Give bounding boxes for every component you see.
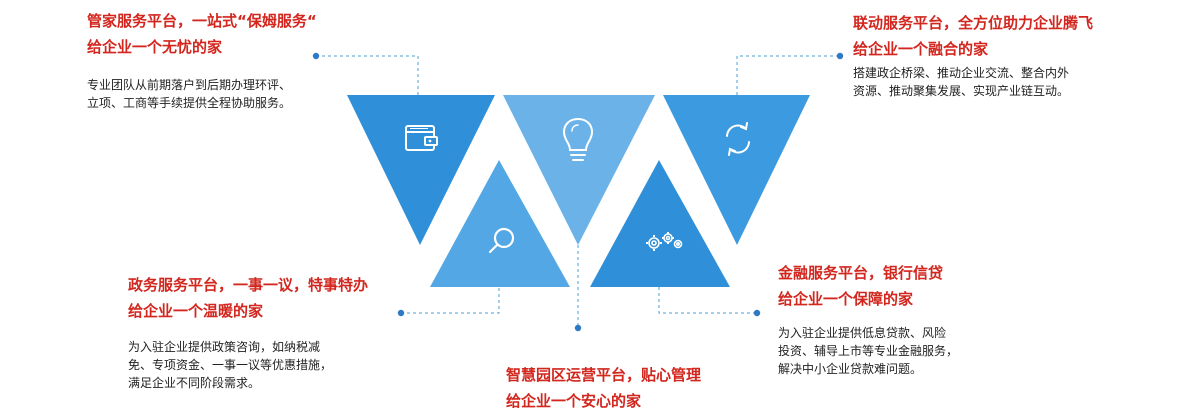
linkage-desc-line2: 资源、推动聚集发展、实现产业链互动。 bbox=[853, 84, 1070, 98]
linkage-description: 搭建政企桥梁、推动企业交流、整合内外 资源、推动聚集发展、实现产业链互动。 bbox=[853, 64, 1093, 100]
block-finance-platform: 金融服务平台，银行信贷 给企业一个保障的家 为入驻企业提供低息贷款、风险 投资、… bbox=[778, 260, 958, 378]
housekeeping-title-line2: 给企业一个无忧的家 bbox=[87, 38, 223, 56]
triangle-bottom-left bbox=[430, 160, 570, 287]
block-housekeeping-platform: 管家服务平台，一站式“保姆服务“ 给企业一个无忧的家 专业团队从前期落户到后期办… bbox=[87, 8, 317, 112]
finance-description: 为入驻企业提供低息贷款、风险 投资、辅导上市等专业金融服务， 解决中小企业贷款难… bbox=[778, 324, 958, 378]
finance-desc-line3: 解决中小企业贷款难问题。 bbox=[778, 362, 923, 376]
dot-top-right bbox=[836, 52, 844, 60]
connector-top-left bbox=[316, 55, 419, 95]
triangle-top-left bbox=[347, 95, 495, 245]
government-desc-line2: 免、专项资金、一事一议等优惠措施， bbox=[128, 358, 333, 372]
triangle-top-right bbox=[663, 95, 810, 245]
block-smart-park-platform: 智慧园区运营平台，贴心管理 给企业一个安心的家 bbox=[506, 362, 701, 414]
linkage-desc-line1: 搭建政企桥梁、推动企业交流、整合内外 bbox=[853, 66, 1070, 80]
lightbulb-icon bbox=[562, 117, 594, 161]
government-desc-line3: 满足企业不同阶段需求。 bbox=[128, 376, 261, 390]
linkage-title-line1: 联动服务平台，全方位助力企业腾飞 bbox=[853, 14, 1094, 32]
connector-bottom-right bbox=[658, 287, 757, 314]
wallet-icon bbox=[405, 125, 438, 151]
finance-desc-line2: 投资、辅导上市等专业金融服务， bbox=[778, 344, 959, 358]
dot-bottom-left bbox=[397, 309, 405, 317]
government-description: 为入驻企业提供政策咨询，如纳税减 免、专项资金、一事一议等优惠措施， 满足企业不… bbox=[128, 338, 368, 392]
triangle-bottom-right bbox=[590, 160, 730, 287]
dot-top-left bbox=[312, 52, 320, 60]
block-linkage-platform: 联动服务平台，全方位助力企业腾飞 给企业一个融合的家 搭建政企桥梁、推动企业交流… bbox=[853, 10, 1093, 100]
government-desc-line1: 为入驻企业提供政策咨询，如纳税减 bbox=[128, 340, 321, 354]
government-title-line2: 给企业一个温暖的家 bbox=[128, 302, 264, 320]
search-icon bbox=[488, 227, 515, 254]
connector-bottom-left bbox=[401, 287, 500, 314]
connector-top-right bbox=[736, 55, 840, 95]
linkage-title-line2: 给企业一个融合的家 bbox=[853, 40, 989, 58]
housekeeping-desc-line2: 立项、工商等手续提供全程协助服务。 bbox=[87, 96, 292, 110]
smart-park-title-line1: 智慧园区运营平台，贴心管理 bbox=[506, 366, 702, 384]
triangle-top-center bbox=[503, 95, 655, 245]
housekeeping-title-line1: 管家服务平台，一站式“保姆服务“ bbox=[87, 12, 317, 30]
finance-title-line2: 给企业一个保障的家 bbox=[778, 290, 914, 308]
finance-desc-line1: 为入驻企业提供低息贷款、风险 bbox=[778, 326, 947, 340]
connector-lines bbox=[316, 55, 840, 328]
housekeeping-description: 专业团队从前期落户到后期办理环评、 立项、工商等手续提供全程协助服务。 bbox=[87, 76, 317, 112]
dot-center bbox=[574, 324, 582, 332]
refresh-icon bbox=[726, 122, 750, 156]
gears-icon bbox=[646, 232, 683, 251]
finance-title-line1: 金融服务平台，银行信贷 bbox=[778, 264, 944, 282]
connector-dots bbox=[312, 52, 844, 332]
smart-park-title-line2: 给企业一个安心的家 bbox=[506, 392, 642, 410]
housekeeping-desc-line1: 专业团队从前期落户到后期办理环评、 bbox=[87, 78, 292, 92]
block-government-platform: 政务服务平台，一事一议，特事特办 给企业一个温暖的家 为入驻企业提供政策咨询，如… bbox=[128, 272, 368, 392]
government-title-line1: 政务服务平台，一事一议，特事特办 bbox=[128, 276, 369, 294]
dot-bottom-right bbox=[753, 309, 761, 317]
